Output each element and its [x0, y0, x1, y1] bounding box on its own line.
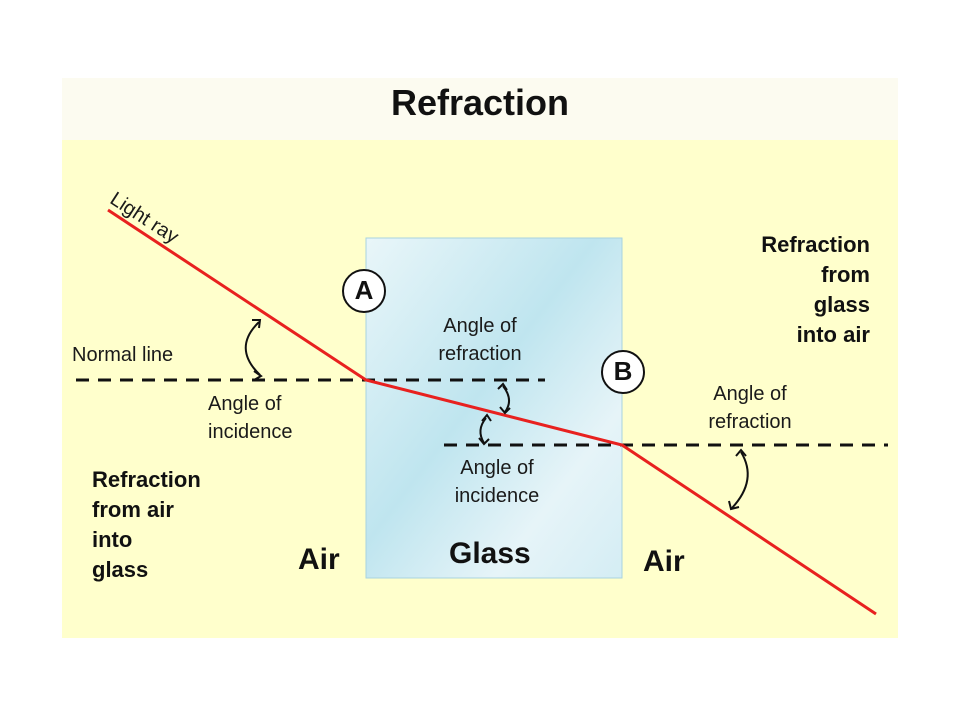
- diagram-title: Refraction: [390, 82, 570, 123]
- medium-label-air-right: Air: [643, 545, 685, 578]
- normal-line-label: Normal line: [72, 344, 174, 366]
- point-a-marker: A: [342, 269, 386, 313]
- angle-arrow-refraction-right: [728, 448, 749, 511]
- label-line: refraction: [708, 411, 792, 433]
- label-line: Angle of: [443, 315, 517, 337]
- caption-line: from air: [92, 497, 174, 522]
- right-angle-refraction-label: Angle of refraction: [686, 380, 814, 436]
- angle-arrow-incidence-glass: [478, 413, 492, 446]
- medium-label-glass: Glass: [449, 537, 531, 570]
- label-line: incidence: [454, 485, 540, 507]
- label-line: Angle of: [713, 383, 787, 405]
- air-to-glass-caption: Refraction from air into glass: [92, 465, 201, 585]
- point-b-marker: B: [601, 350, 645, 394]
- caption-line: Refraction: [761, 232, 870, 257]
- light-ray: [107, 208, 877, 616]
- caption-line: into: [92, 527, 133, 552]
- label-line: refraction: [438, 343, 522, 365]
- glass-block: [365, 237, 623, 579]
- title-band: [62, 78, 898, 140]
- glass-angle-incidence-label: Angle of incidence: [434, 454, 560, 510]
- angle-arrow-refraction-glass: [497, 382, 511, 415]
- caption-line: from: [821, 262, 870, 287]
- left-angle-incidence-label: Angle of incidence: [208, 390, 293, 446]
- caption-line: glass: [92, 557, 149, 582]
- caption-line: glass: [813, 292, 870, 317]
- medium-label-air-left: Air: [298, 543, 340, 576]
- angle-arrow-incidence-left: [244, 319, 263, 381]
- glass-angle-refraction-label: Angle of refraction: [416, 312, 544, 368]
- label-line: incidence: [208, 421, 293, 443]
- caption-line: into air: [796, 322, 870, 347]
- label-line: Angle of: [208, 393, 282, 415]
- glass-to-air-caption: Refraction from glass into air: [720, 230, 870, 350]
- label-line: Angle of: [460, 457, 534, 479]
- caption-line: Refraction: [92, 467, 201, 492]
